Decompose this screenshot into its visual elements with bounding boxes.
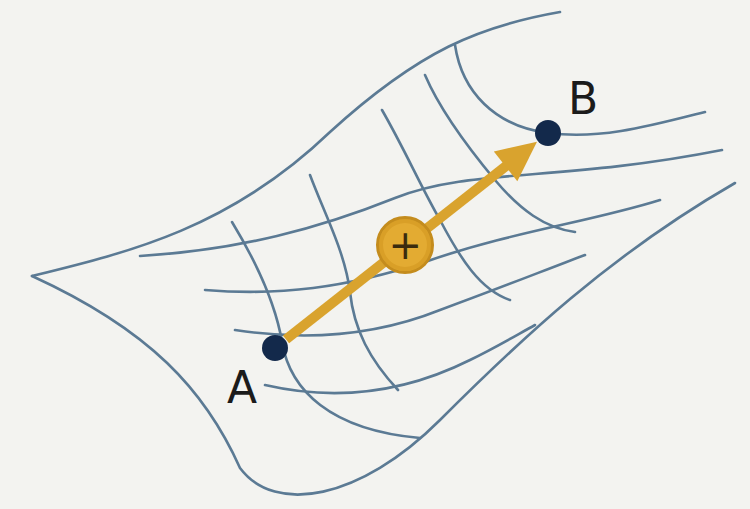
grid-line [455, 45, 705, 135]
point-dot: B [535, 120, 561, 146]
force-arrow [286, 142, 537, 340]
arrow-head [494, 142, 537, 182]
arrow-shaft [286, 164, 509, 339]
grid-line [265, 325, 535, 393]
point-dot: A [262, 335, 288, 361]
charge-sign: + [388, 225, 422, 265]
point-label: A [227, 366, 257, 410]
charge-symbol: + [376, 216, 434, 274]
grid-line [205, 200, 660, 292]
point-label: B [568, 77, 598, 121]
surface-edge [32, 12, 560, 276]
surface-edge [32, 183, 735, 495]
